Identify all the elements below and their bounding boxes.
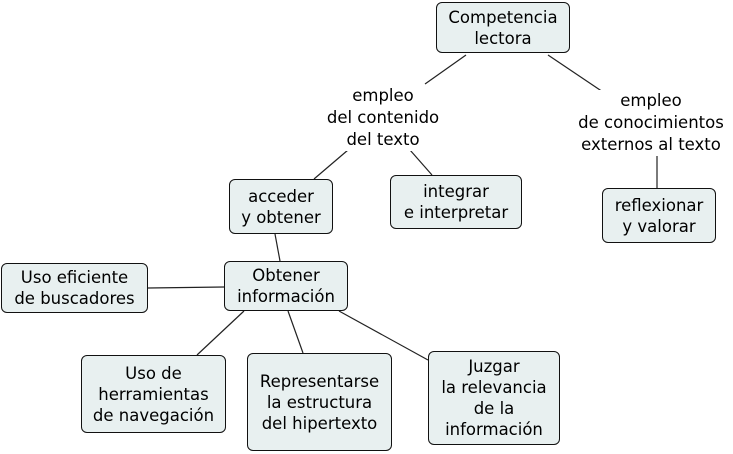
connector-competencia-to-conocimientos: [547, 54, 604, 93]
linking-phrase-contenido-del-texto: empleo del contenido del texto: [318, 85, 448, 151]
connector-obtener-to-representarse: [287, 310, 304, 354]
connector-competencia-to-contenido: [424, 54, 467, 85]
node-reflexionar-y-valorar[interactable]: reflexionar y valorar: [602, 188, 716, 243]
node-uso-eficiente-de-buscadores[interactable]: Uso eficiente de buscadores: [1, 263, 148, 313]
node-obtener-informacion[interactable]: Obtener información: [224, 261, 348, 311]
node-integrar-e-interpretar[interactable]: integrar e interpretar: [390, 175, 522, 229]
connector-acceder-to-obtener: [274, 233, 281, 262]
connector-contenido-to-integrar: [409, 149, 433, 176]
connector-obtener-to-herramientas: [196, 310, 245, 356]
connector-obtener-to-buscadores: [147, 286, 225, 289]
node-representarse-la-estructura-del-hipertexto[interactable]: Representarse la estructura del hipertex…: [247, 353, 392, 451]
connector-contenido-to-acceder: [313, 149, 349, 180]
linking-phrase-conocimientos-externos: empleo de conocimientos externos al text…: [568, 90, 733, 156]
node-uso-de-herramientas-de-navegacion[interactable]: Uso de herramientas de navegación: [81, 355, 226, 433]
node-competencia-lectora[interactable]: Competencia lectora: [436, 2, 570, 53]
connector-obtener-to-juzgar: [338, 310, 429, 361]
node-juzgar-la-relevancia-de-la-informacion[interactable]: Juzgar la relevancia de la información: [428, 351, 560, 445]
node-acceder-y-obtener[interactable]: acceder y obtener: [229, 179, 333, 234]
